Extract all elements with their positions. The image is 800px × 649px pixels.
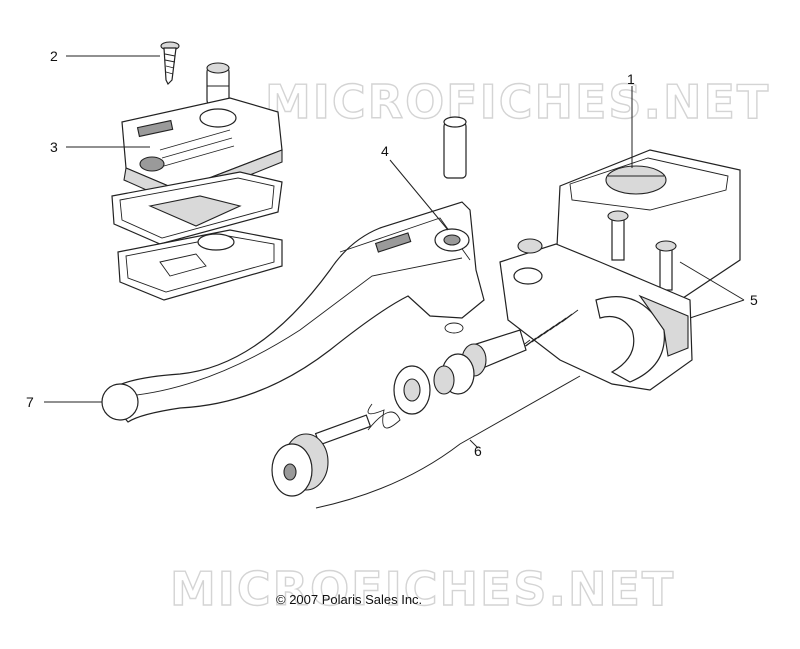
leader-5b bbox=[689, 299, 745, 319]
pivot-pin-part bbox=[443, 116, 467, 179]
brake-lever-part bbox=[101, 201, 485, 423]
mounting-clamp-part bbox=[499, 238, 693, 391]
screw-part bbox=[160, 41, 180, 86]
copyright-text: © 2007 Polaris Sales Inc. bbox=[276, 592, 422, 607]
callout-5: 5 bbox=[750, 292, 758, 308]
callout-7: 7 bbox=[26, 394, 34, 410]
callout-6: 6 bbox=[474, 443, 482, 459]
callout-2: 2 bbox=[50, 48, 58, 64]
callout-3: 3 bbox=[50, 139, 58, 155]
gasket-part bbox=[117, 229, 283, 301]
leader-6b bbox=[469, 439, 479, 449]
cap-post-part bbox=[206, 62, 230, 107]
watermark-bottom: MICROFICHES.NET bbox=[170, 562, 675, 616]
leader-4 bbox=[389, 159, 449, 231]
callout-4: 4 bbox=[381, 143, 389, 159]
watermark-top: MICROFICHES.NET bbox=[265, 75, 770, 129]
diaphragm-part bbox=[111, 171, 283, 245]
leader-5a bbox=[679, 261, 745, 301]
piston-kit-part bbox=[271, 309, 579, 497]
callout-1: 1 bbox=[627, 71, 635, 87]
clip-part bbox=[444, 322, 464, 334]
leader-6 bbox=[315, 375, 581, 509]
